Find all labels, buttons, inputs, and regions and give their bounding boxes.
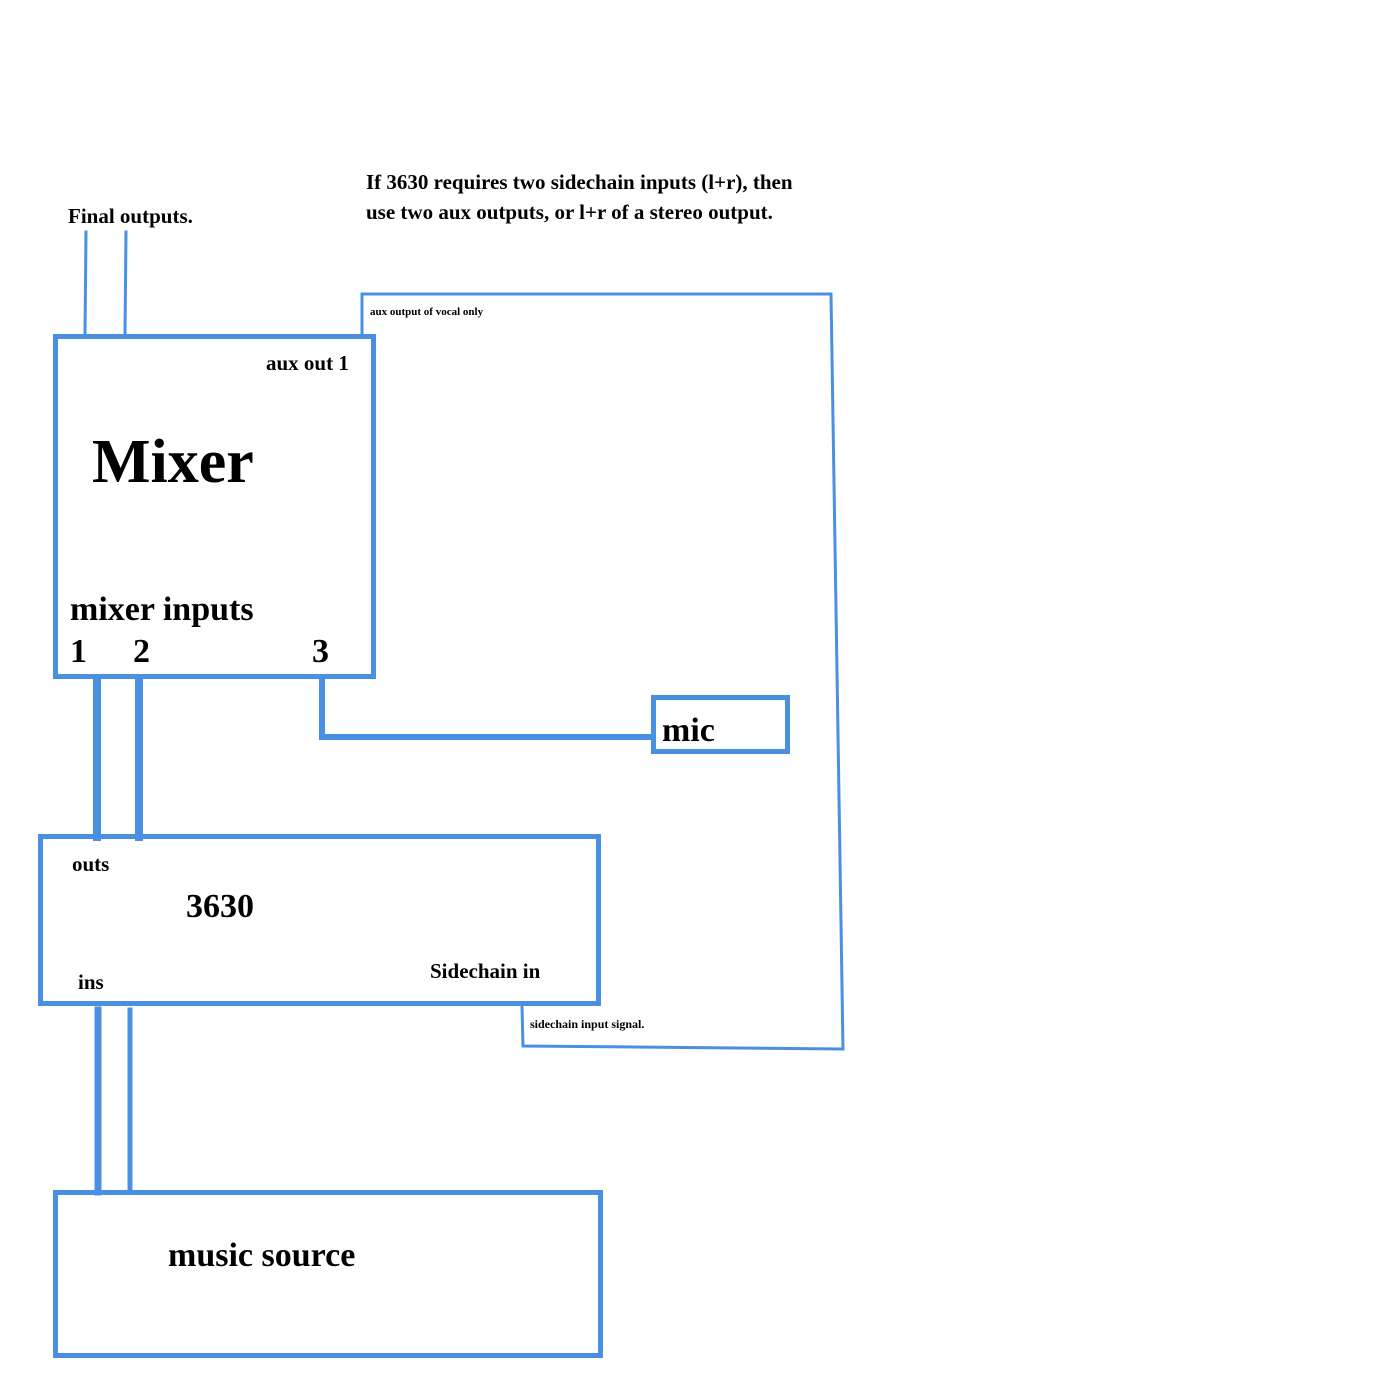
note-line-1: If 3630 requires two sidechain inputs (l… (366, 170, 793, 194)
mixer-input-2-label: 2 (133, 633, 150, 670)
unit-3630-title: 3630 (186, 888, 254, 925)
outs-label: outs (72, 852, 110, 876)
mixer-input-3-label: 3 (312, 633, 329, 670)
mixer-box: aux out 1 Mixer mixer inputs 1 2 3 (53, 334, 376, 679)
aux-to-sidechain-wire (360, 292, 845, 1051)
final-output-wire-left (83, 230, 88, 338)
mixer-input-1-label: 1 (70, 633, 87, 670)
mic-box: mic (651, 695, 790, 754)
mic-label: mic (662, 712, 715, 749)
mic-to-mixer-wire (319, 677, 656, 740)
unit-3630-box: outs 3630 ins Sidechain in (38, 834, 601, 1006)
aux-output-note: aux output of vocal only (370, 306, 484, 318)
sidechain-in-label: Sidechain in (430, 959, 541, 983)
final-output-wire-right (123, 230, 128, 338)
note-line-2: use two aux outputs, or l+r of a stereo … (366, 200, 773, 224)
music-source-box: music source (53, 1190, 603, 1358)
mixer-title: Mixer (92, 428, 254, 496)
music-source-label: music source (168, 1237, 356, 1274)
ins-label: ins (78, 970, 104, 994)
mixer-inputs-label: mixer inputs (70, 591, 254, 628)
sidechain-note: sidechain input signal. (530, 1017, 645, 1031)
final-outputs-label: Final outputs. (68, 204, 193, 228)
aux-out-label: aux out 1 (266, 351, 349, 375)
